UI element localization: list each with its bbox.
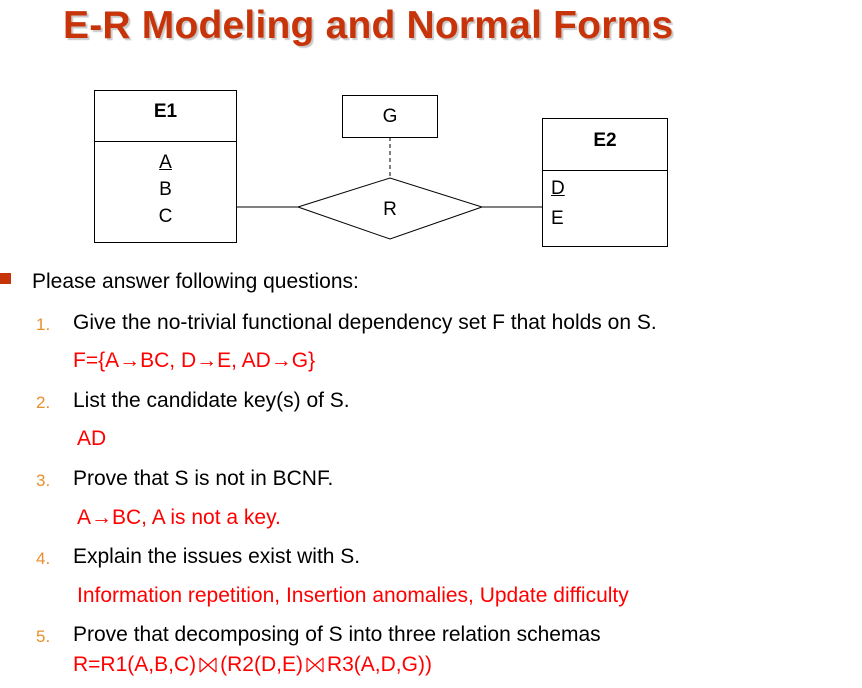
e1-attribute-a: A <box>159 152 172 173</box>
questions-prompt: Please answer following questions: <box>32 270 359 293</box>
e1-attribute-c: C <box>158 206 173 227</box>
question-4-number: 4. <box>36 549 51 568</box>
question-5-number: 5. <box>36 627 51 646</box>
question-2-text: List the candidate key(s) of S. <box>73 389 350 412</box>
question-3-answer: A→BC, A is not a key. <box>77 506 281 529</box>
relationship-attribute-g: G <box>342 95 438 138</box>
question-1-text: Give the no-trivial functional dependenc… <box>73 311 657 334</box>
answer-5-part-r2: (R2(D,E) <box>220 653 303 676</box>
natural-join-bowtie-icon <box>306 657 324 673</box>
question-4-answer: Information repetition, Insertion anomal… <box>77 584 629 607</box>
question-3-number: 3. <box>36 471 51 490</box>
question-3-text: Prove that S is not in BCNF. <box>73 467 334 490</box>
entity-e2: E2 D E <box>542 118 668 247</box>
question-5-text: Prove that decomposing of S into three r… <box>73 623 601 646</box>
e2-attribute-d: D <box>551 178 565 199</box>
natural-join-bowtie-icon <box>199 657 217 673</box>
question-2-number: 2. <box>36 393 51 412</box>
e1-attribute-b: B <box>159 179 172 200</box>
relationship-name: R <box>383 199 397 220</box>
slide-title: E-R Modeling and Normal Forms <box>63 4 674 47</box>
e2-attribute-e: E <box>551 208 564 229</box>
question-1-number: 1. <box>36 315 51 334</box>
question-4-text: Explain the issues exist with S. <box>73 545 361 568</box>
answer-5-part-r3: R3(A,D,G)) <box>326 653 432 676</box>
answer-5-part-r1: R=R1(A,B,C) <box>73 653 197 676</box>
question-5-answer: R=R1(A,B,C) (R2(D,E) R3(A,D,G)) <box>73 653 432 677</box>
entity-e1-name: E1 <box>95 91 236 142</box>
relationship-attribute-label: G <box>382 106 398 127</box>
entity-e2-name: E2 <box>543 119 667 171</box>
square-bullet-icon <box>0 273 11 284</box>
question-2-answer: AD <box>77 427 107 450</box>
entity-e1: E1 A B C <box>94 90 237 243</box>
question-1-answer: F={A→BC, D→E, AD→G} <box>73 349 316 372</box>
